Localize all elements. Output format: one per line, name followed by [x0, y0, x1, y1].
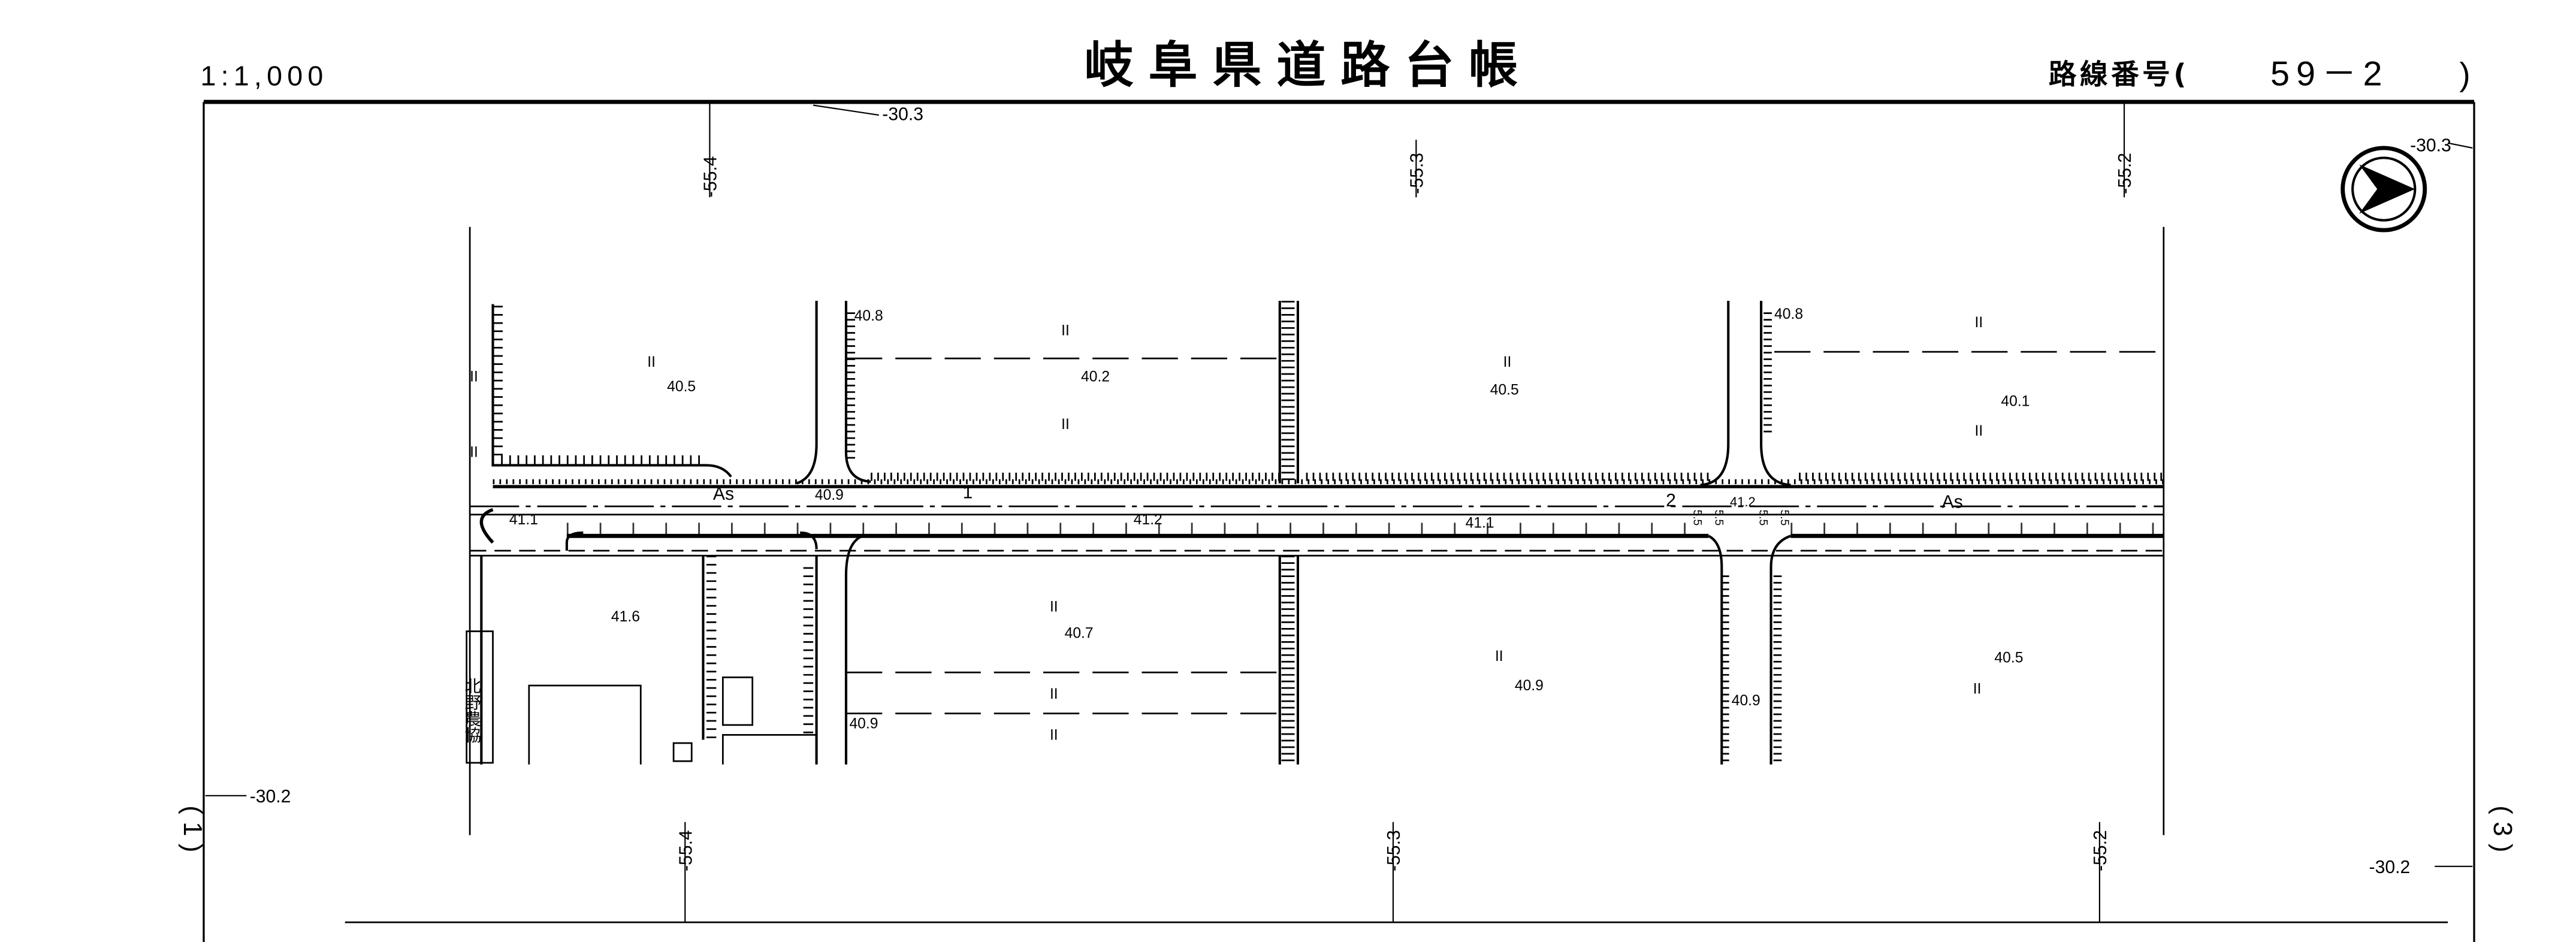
land-use-symbol: II [470, 445, 478, 461]
elevation-point: 40.9 [849, 715, 878, 732]
elevation-point: 40.9 [1515, 678, 1544, 694]
sheet-ref-right: ( 3 ) [2488, 805, 2517, 852]
main-road [470, 479, 2164, 557]
elevation-point: 40.1 [2001, 394, 2030, 410]
width-label: 5.5 [1756, 509, 1769, 526]
elevation-point: 40.9 [815, 487, 844, 503]
elevation-point: 41.2 [1730, 494, 1756, 509]
elevation-point: 40.8 [1774, 306, 1803, 322]
route-close: ) [2459, 56, 2470, 93]
land-use-symbol: II [470, 369, 478, 385]
land-use-symbol: II [647, 354, 656, 370]
land-use-symbol: II [1061, 416, 1070, 433]
elevation-point: 40.2 [1081, 369, 1110, 385]
sheet-boundaries [469, 227, 2165, 835]
land-use-symbol: II [1975, 315, 1983, 331]
width-label: 5.5 [1712, 509, 1725, 526]
elevation-point: 40.7 [1065, 625, 1094, 641]
map-frame [203, 99, 2475, 942]
grid-ticks [205, 102, 2473, 923]
elevation-point: 40.8 [854, 308, 883, 324]
page-title: 岐阜県道路台帳 [1085, 37, 1533, 94]
elevation-point: 40.5 [667, 379, 696, 395]
grid-label-top-x: -55.3 [1407, 153, 1427, 194]
elevation-point: 41.2 [1134, 512, 1162, 528]
grid-label-top-x: -55.4 [700, 156, 720, 197]
land-use-symbol: II [1503, 354, 1512, 370]
facility-label: 北野農協 [462, 677, 481, 743]
elevation-point: 41.1 [1466, 515, 1494, 532]
land-use-symbol: II [1050, 727, 1058, 744]
lane-label: 2 [1666, 491, 1676, 511]
surface-label: As [1942, 493, 1963, 512]
route-number: 59－2 [2270, 55, 2388, 93]
sheet-ref-left: ( 1 ) [178, 805, 207, 852]
elevation-point: 41.6 [611, 609, 640, 625]
grid-label-top-x: -55.2 [2115, 153, 2135, 194]
lane-label: 1 [963, 482, 973, 502]
grid-label-right-top-y: -30.3 [2410, 135, 2451, 155]
elevation-point: 40.5 [1994, 650, 2023, 666]
elevation-point: 40.5 [1490, 382, 1519, 398]
width-label: 5.5 [1778, 509, 1790, 526]
grid-label-top-y: -30.3 [882, 104, 923, 124]
land-use-symbol: II [1973, 681, 1982, 698]
north-arrow-icon [2341, 146, 2427, 233]
land-use-markers: II II II II II II II II II II II II II [470, 315, 1983, 744]
surface-label: As [713, 484, 734, 504]
width-label: 5.5 [1691, 509, 1704, 526]
elevation-point: 41.1 [509, 512, 538, 528]
elevation-point: 40.9 [1732, 693, 1760, 709]
grid-label-right-bottom-y: -30.2 [2369, 858, 2411, 877]
grid-label-left-y: -30.2 [250, 787, 291, 807]
south-parcels [466, 531, 1792, 765]
grid-label-bottom-x: -55.2 [2091, 830, 2110, 871]
land-use-symbol: II [1495, 648, 1503, 665]
grid-label-bottom-x: -55.3 [1384, 830, 1404, 871]
scale-label: 1:1,000 [200, 61, 328, 92]
land-use-symbol: II [1050, 686, 1058, 702]
land-use-symbol: II [1050, 599, 1058, 615]
elevation-points: 40.5 40.8 40.2 40.5 40.8 40.1 41.1 40.9 … [509, 306, 2030, 732]
route-label: 路線番号( [2049, 58, 2190, 90]
grid-label-bottom-x: -55.4 [676, 830, 696, 871]
land-use-symbol: II [1061, 323, 1070, 339]
land-use-symbol: II [1975, 423, 1983, 439]
north-parcels [491, 301, 2164, 487]
